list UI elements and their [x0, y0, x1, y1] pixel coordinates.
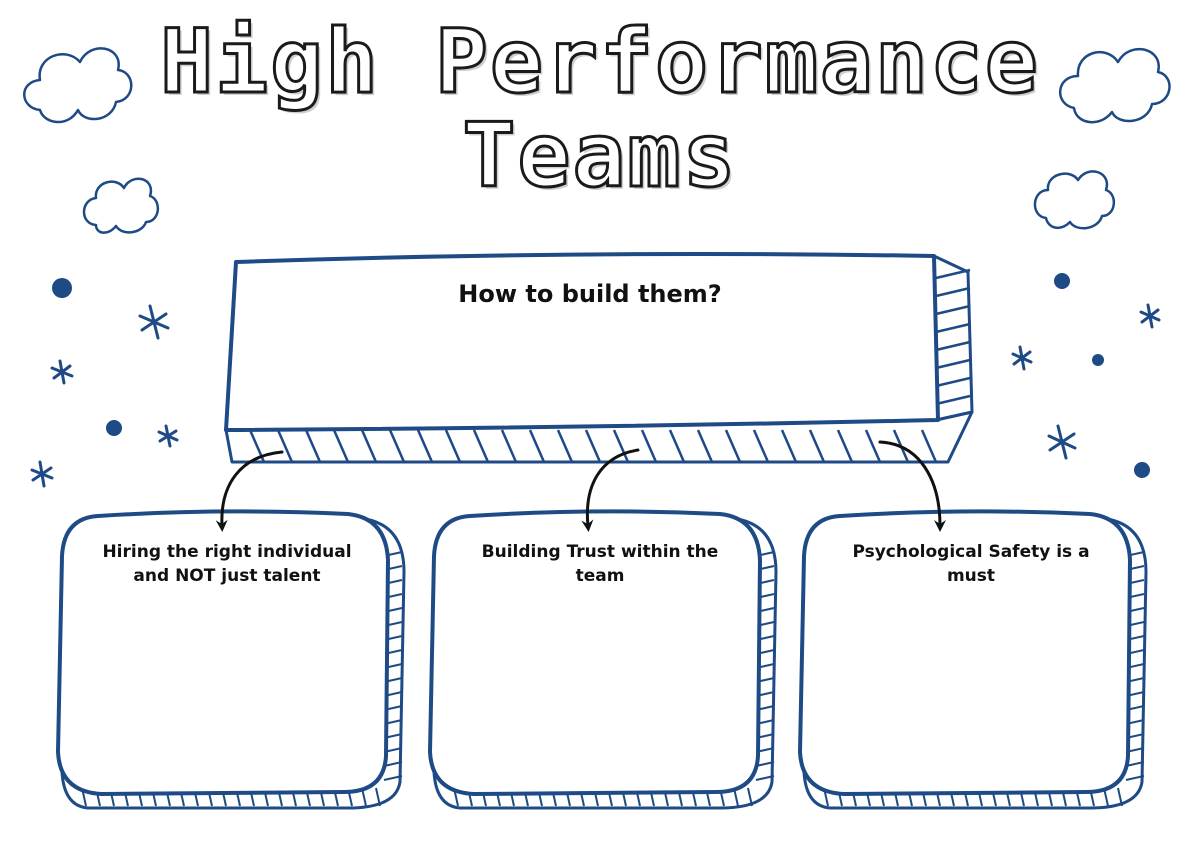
hatch-line	[640, 429, 658, 463]
hatch-line	[696, 429, 714, 463]
hatch-line	[935, 358, 971, 370]
main-box-side-face	[932, 254, 974, 422]
title-line-2: Teams	[461, 104, 738, 207]
hatch-line	[556, 429, 574, 463]
hatch-line	[332, 429, 350, 463]
branch-label-safety: Psychological Safety is a must	[852, 542, 1090, 586]
hatch-line	[584, 429, 602, 463]
arrow-to-box-3	[878, 440, 946, 532]
cloud-icon	[1033, 170, 1115, 230]
dot-decoration	[106, 420, 122, 436]
hatch-line	[808, 429, 826, 463]
branch-box-front	[797, 509, 1133, 797]
hatch-line	[383, 761, 403, 767]
branch-box-safety	[797, 509, 1148, 810]
hatch-line	[276, 429, 294, 463]
sparkle-icon	[1047, 424, 1077, 460]
dot-decoration	[1092, 354, 1104, 366]
branch-label-hiring: Hiring the right individual and NOT just…	[102, 542, 352, 586]
hatch-line	[836, 429, 854, 463]
sparkle-icon	[30, 460, 54, 488]
hatch-line	[747, 787, 753, 807]
hatch-line	[500, 429, 518, 463]
branch-label-trust: Building Trust within the team	[481, 542, 719, 586]
hatch-line	[935, 340, 971, 352]
hatch-line	[935, 268, 971, 280]
branch-box-front	[427, 509, 763, 797]
hatch-line	[388, 429, 406, 463]
hatch-line	[935, 304, 971, 316]
branch-box-trust	[427, 509, 778, 810]
hatch-line	[935, 376, 971, 388]
sparkle-icon	[157, 424, 179, 448]
hatch-line	[1117, 787, 1123, 807]
hatch-line	[755, 761, 775, 767]
hatch-line	[360, 429, 378, 463]
hatch-line	[935, 394, 971, 406]
hatch-line	[416, 429, 434, 463]
hatch-line	[780, 429, 798, 463]
hatch-line	[472, 429, 490, 463]
sparkle-icon	[50, 359, 74, 385]
sparkle-icon	[1011, 345, 1033, 371]
hatch-line	[1125, 775, 1145, 781]
hatch-line	[864, 429, 882, 463]
hatch-line	[383, 775, 403, 781]
dot-decoration	[1054, 273, 1070, 289]
cloud-icon	[82, 177, 159, 234]
hatch-line	[304, 429, 322, 463]
hatch-line	[724, 429, 742, 463]
main-box-label: How to build them?	[458, 280, 722, 308]
arrow-to-box-1	[215, 450, 284, 532]
hatch-line	[668, 429, 686, 463]
hatch-line	[528, 429, 546, 463]
cloud-icon	[1058, 47, 1171, 124]
hatch-line	[375, 787, 381, 807]
main-box-front-face	[224, 252, 940, 432]
hatch-line	[920, 429, 938, 463]
branch-box-front	[55, 509, 391, 797]
hatch-line	[935, 286, 971, 298]
dot-decoration	[1134, 462, 1150, 478]
dot-decoration	[52, 278, 72, 298]
sparkle-icon	[1139, 303, 1161, 329]
hatch-line	[444, 429, 462, 463]
hatch-line	[755, 775, 775, 781]
hatch-line	[612, 429, 630, 463]
hatch-line	[935, 322, 971, 334]
sparkle-icon	[138, 304, 170, 340]
hatch-line	[752, 429, 770, 463]
main-box	[224, 252, 974, 464]
cloud-icon	[23, 47, 133, 124]
hatch-line	[1125, 761, 1145, 767]
arrow-to-box-2	[581, 448, 640, 532]
title-line-1: High Performance	[159, 10, 1040, 113]
branch-box-hiring	[55, 509, 406, 810]
